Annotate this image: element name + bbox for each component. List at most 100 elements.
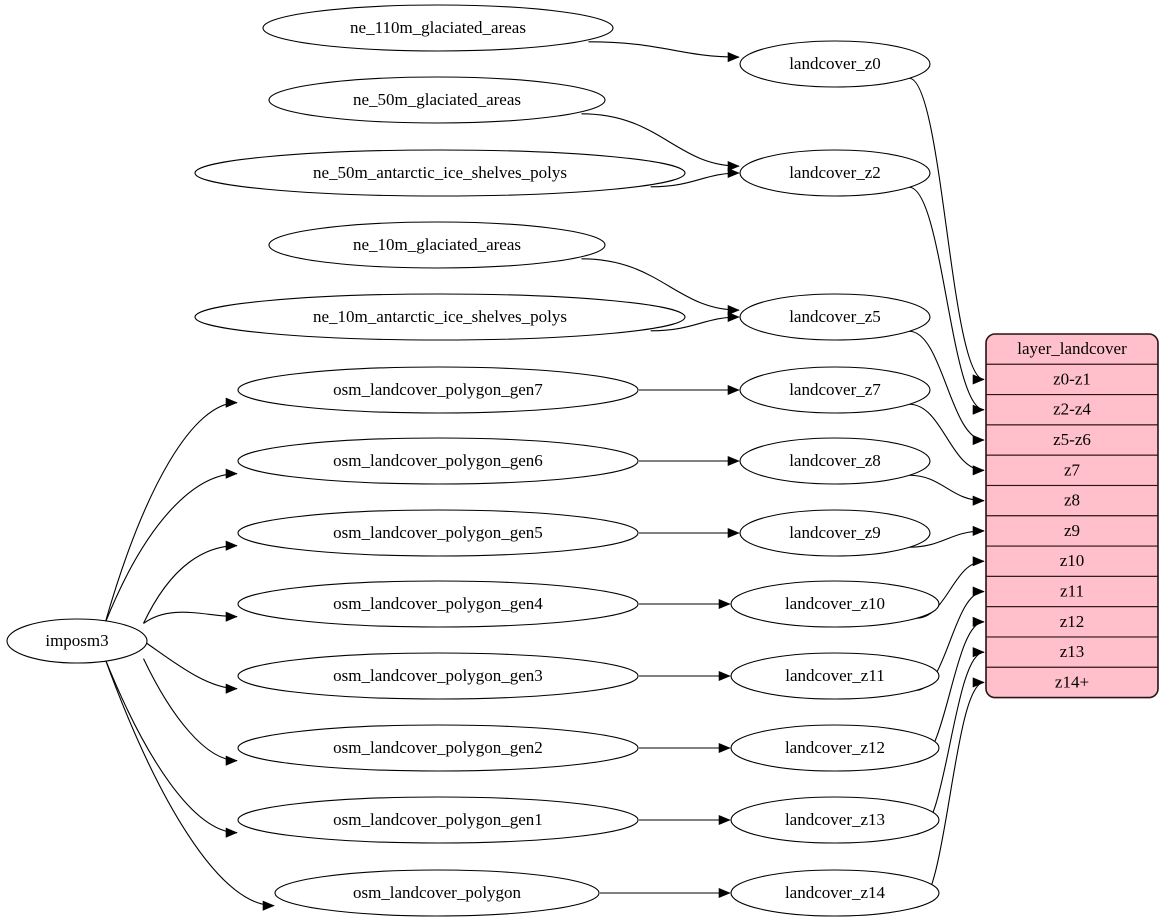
node-shape (739, 149, 931, 197)
edge-arrowhead (225, 611, 238, 622)
edge-arrowhead (718, 670, 731, 682)
table-row-z8[interactable] (986, 484, 1158, 517)
node-label: osm_landcover_polygon_gen7 (333, 380, 543, 399)
table-body: layer_landcoverz0-z1z2-z4z5-z6z7z8z9z10z… (986, 334, 1158, 698)
node-osm_landcover_polygon_gen7[interactable]: osm_landcover_polygon_gen7 (237, 366, 639, 414)
table-row-z7[interactable] (986, 454, 1158, 487)
node-label: ne_50m_glaciated_areas (353, 90, 521, 109)
node-shape (730, 796, 940, 844)
node-osm_landcover_polygon_gen5[interactable]: osm_landcover_polygon_gen5 (237, 509, 639, 557)
edge-imposm3-to-osm_landcover_polygon_gen5 (143, 545, 238, 624)
table-row-z12[interactable] (986, 606, 1158, 638)
node-label: landcover_z14 (785, 883, 886, 902)
node-landcover_z5[interactable]: landcover_z5 (739, 293, 931, 341)
node-landcover_z0[interactable]: landcover_z0 (739, 40, 931, 88)
edge-arrowhead (225, 755, 238, 766)
edge-imposm3-to-osm_landcover_polygon_gen6 (104, 473, 238, 624)
node-landcover_z13[interactable]: landcover_z13 (730, 796, 940, 844)
node-landcover_z12[interactable]: landcover_z12 (730, 724, 940, 772)
edge-arrowhead (225, 540, 238, 551)
table-row-label: z12 (1060, 612, 1085, 631)
node-landcover_z7[interactable]: landcover_z7 (739, 366, 931, 414)
node-ne_50m_antarctic_ice_shelves_polys[interactable]: ne_50m_antarctic_ice_shelves_polys (194, 149, 686, 197)
edge-arrowhead (727, 52, 740, 63)
node-shape (739, 509, 931, 557)
node-osm_landcover_polygon_gen4[interactable]: osm_landcover_polygon_gen4 (237, 580, 639, 628)
table-outline (985, 333, 1159, 699)
table-row-label: z7 (1064, 460, 1081, 479)
node-shape (730, 580, 940, 628)
node-osm_landcover_polygon[interactable]: osm_landcover_polygon (274, 869, 600, 917)
table-row-label: z0-z1 (1053, 369, 1091, 388)
edge-landcover_z14-to-layer_landcover-z14+ (915, 681, 985, 908)
node-label: ne_10m_glaciated_areas (353, 235, 521, 254)
table-row-z9[interactable] (986, 515, 1158, 547)
node-label: landcover_z2 (789, 163, 881, 182)
node-landcover_z2[interactable]: landcover_z2 (739, 149, 931, 197)
edge-arrowhead (972, 556, 985, 567)
table-row-label: z9 (1064, 521, 1080, 540)
node-label: landcover_z8 (789, 451, 881, 470)
node-shape (237, 652, 639, 700)
node-shape (268, 221, 606, 269)
edge-arrowhead (718, 814, 731, 826)
node-label: ne_10m_antarctic_ice_shelves_polys (313, 307, 567, 326)
layer-landcover-table: layer_landcoverz0-z1z2-z4z5-z6z7z8z9z10z… (985, 333, 1159, 699)
node-ne_10m_glaciated_areas[interactable]: ne_10m_glaciated_areas (268, 221, 606, 269)
table-row-label: z8 (1064, 491, 1080, 510)
edge-arrowhead (727, 161, 740, 172)
table-row-z13[interactable] (986, 636, 1158, 668)
edge-arrowhead (972, 647, 985, 658)
nodes-layer: imposm3 ne_110m_glaciated_areas ne_50m_gla… (6, 4, 940, 917)
node-landcover_z14[interactable]: landcover_z14 (730, 869, 940, 917)
node-osm_landcover_polygon_gen3[interactable]: osm_landcover_polygon_gen3 (237, 652, 639, 700)
node-landcover_z11[interactable]: landcover_z11 (730, 652, 940, 700)
node-label: osm_landcover_polygon (353, 883, 522, 902)
node-osm_landcover_polygon_gen6[interactable]: osm_landcover_polygon_gen6 (237, 437, 639, 485)
node-shape (237, 366, 639, 414)
edge-imposm3-to-osm_landcover_polygon_gen3 (143, 640, 238, 690)
edge-arrowhead (972, 374, 985, 385)
node-ne_50m_glaciated_areas[interactable]: ne_50m_glaciated_areas (268, 76, 606, 124)
node-landcover_z10[interactable]: landcover_z10 (730, 580, 940, 628)
node-shape (268, 76, 606, 124)
node-ne_110m_glaciated_areas[interactable]: ne_110m_glaciated_areas (262, 4, 614, 52)
node-shape (237, 724, 639, 772)
edge-arrowhead (727, 305, 740, 316)
node-label: osm_landcover_polygon_gen4 (333, 594, 543, 613)
node-landcover_z9[interactable]: landcover_z9 (739, 509, 931, 557)
node-osm_landcover_polygon_gen2[interactable]: osm_landcover_polygon_gen2 (237, 724, 639, 772)
edge-arrowhead (972, 495, 985, 506)
node-shape (237, 437, 639, 485)
table-row-z10[interactable] (986, 545, 1158, 577)
node-osm_landcover_polygon_gen1[interactable]: osm_landcover_polygon_gen1 (237, 796, 639, 844)
edge-arrowhead (972, 616, 985, 627)
table-row-z5-z6[interactable] (986, 424, 1158, 456)
node-label: landcover_z13 (785, 810, 885, 829)
edge-arrowhead (718, 598, 731, 610)
edge-arrowhead (727, 311, 740, 323)
node-shape (6, 618, 148, 664)
edge-arrowhead (718, 887, 731, 899)
edge-arrowhead (972, 677, 985, 688)
node-ne_10m_antarctic_ice_shelves_polys[interactable]: ne_10m_antarctic_ice_shelves_polys (194, 293, 686, 341)
edge-imposm3-to-osm_landcover_polygon_gen4 (143, 611, 238, 624)
table-row-z2-z4[interactable] (986, 394, 1158, 426)
node-shape (237, 796, 639, 844)
node-shape (730, 724, 940, 772)
edge-arrowhead (972, 525, 985, 537)
edge-arrowhead (225, 683, 238, 694)
edge-arrowhead (727, 384, 740, 396)
node-landcover_z8[interactable]: landcover_z8 (739, 437, 931, 485)
edge-landcover_z0-to-layer_landcover-z0-z1 (908, 77, 985, 380)
node-shape (194, 149, 686, 197)
edge-arrowhead (718, 742, 731, 754)
node-imposm3[interactable]: imposm3 (6, 618, 148, 664)
edge-imposm3-to-osm_landcover_polygon_gen2 (143, 658, 238, 762)
table-row-label: z14+ (1055, 672, 1089, 691)
edge-arrowhead (972, 404, 985, 415)
edge-arrowhead (225, 468, 238, 479)
node-label: landcover_z11 (785, 666, 884, 685)
edge-arrowhead (972, 586, 985, 597)
